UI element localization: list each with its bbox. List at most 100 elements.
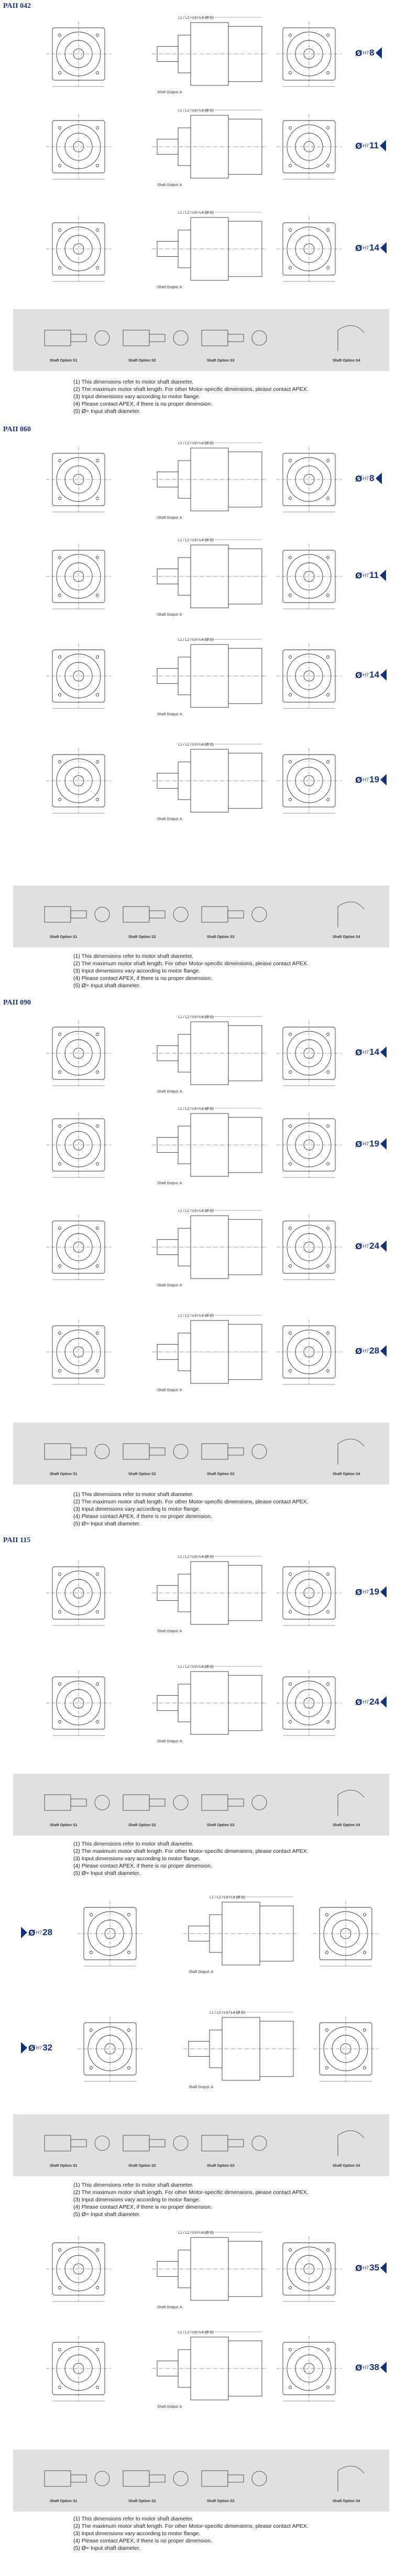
- shaft-option: [44, 1443, 110, 1460]
- arrow-icon: [380, 2262, 387, 2274]
- arrow-icon: [380, 1345, 387, 1357]
- note-line: (3) Input dimensions vary according to m…: [73, 968, 201, 974]
- flange-view: [277, 1215, 342, 1280]
- tolerance-label: H7: [362, 2365, 369, 2370]
- tolerance-label: H7: [362, 777, 369, 782]
- arrow-icon: [380, 570, 387, 581]
- bore-value: 14: [369, 243, 380, 253]
- notes-block: (1) This dimensions refer to motor shaft…: [73, 1491, 309, 1527]
- flange-view: [277, 1021, 342, 1086]
- flange-view: [277, 21, 342, 87]
- note-line: (1) This dimensions refer to motor shaft…: [73, 1841, 194, 1847]
- shaft-option-label: Shaft Option S2: [128, 2499, 156, 2503]
- dimension-label: L1 / L2 / L3 / L4 (Ø D): [178, 1555, 214, 1559]
- technical-drawing: Shaft Output: AL1 / L2 / L3 / L4 (Ø D): [46, 211, 342, 289]
- technical-drawing: Shaft Output: AL1 / L2 / L3 / L4 (Ø D): [46, 1016, 342, 1094]
- shaft-output-label: Shaft Output: A: [157, 516, 182, 520]
- bore-value: 14: [369, 1047, 380, 1057]
- shaft-option-label: Shaft Option S1: [50, 2499, 78, 2503]
- side-view: [152, 212, 267, 281]
- arrow-icon: [375, 473, 382, 484]
- technical-drawing: Shaft Output: AL1 / L2 / L3 / L4 (Ø D): [46, 1665, 342, 1743]
- technical-drawing: Shaft Output: AL1 / L2 / L3 / L4 (Ø D): [46, 1314, 342, 1392]
- bore-value: 28: [369, 1346, 380, 1356]
- flange-view: [78, 1901, 142, 1967]
- shaft-option-label: Shaft Option S3: [207, 2164, 235, 2168]
- flange-view: [46, 544, 111, 609]
- note-line: (2) The maximum motor shaft length. For …: [73, 386, 309, 392]
- arrow-icon: [375, 47, 382, 59]
- shaft-output-label: Shaft Output: A: [157, 1284, 182, 1287]
- tolerance-label: H7: [362, 672, 369, 678]
- flange-view: [46, 2236, 111, 2302]
- note-line: (2) The maximum motor shaft length. For …: [73, 1848, 309, 1854]
- note-line: (5) Ø= Input shaft diameter.: [73, 408, 141, 414]
- arrow-icon: [21, 1927, 27, 1938]
- note-line: (4) Please contact APEX, if there is no …: [73, 401, 212, 407]
- diameter-symbol: Ø: [355, 774, 362, 785]
- tolerance-label: H7: [362, 1050, 369, 1055]
- diameter-symbol: Ø: [355, 140, 362, 151]
- note-line: (3) Input dimensions vary according to m…: [73, 1506, 201, 1512]
- shaft-option: [44, 2135, 110, 2152]
- shaft-option: [201, 1443, 267, 1460]
- shaft-output-label: Shaft Output: A: [189, 1970, 214, 1974]
- flange-view: [277, 1560, 342, 1626]
- tolerance-label: H7: [362, 2265, 369, 2271]
- note-line: (5) Ø= Input shaft diameter.: [73, 2545, 141, 2551]
- flange-view: [277, 1112, 342, 1178]
- dimension-label: L1 / L2 / L3 / L4 (Ø D): [210, 2011, 245, 2015]
- technical-drawing: Shaft Output: AL1 / L2 / L3 / L4 (Ø D): [46, 1107, 342, 1185]
- note-line: (4) Please contact APEX, if there is no …: [73, 2204, 212, 2210]
- series-title: PAII 042: [3, 2, 31, 10]
- flange-view: [46, 21, 111, 87]
- technical-drawing: Shaft Output: AL1 / L2 / L3 / L4 (Ø D): [46, 539, 342, 617]
- shaft-option-label: Shaft Option S2: [128, 359, 156, 363]
- notes-block: (1) This dimensions refer to motor shaft…: [73, 2181, 309, 2218]
- shaft-option-label: Shaft Option S4: [333, 1824, 360, 1827]
- side-view: [152, 1556, 267, 1625]
- note-line: (3) Input dimensions vary according to m…: [73, 2530, 201, 2537]
- tolerance-label: H7: [362, 1243, 369, 1249]
- tolerance-label: H7: [36, 1930, 42, 1935]
- tolerance-label: H7: [362, 245, 369, 250]
- diameter-symbol: Ø: [355, 2263, 362, 2273]
- shaft-option-label: Shaft Option S4: [333, 359, 360, 363]
- shaft-option: [337, 1438, 365, 1465]
- note-line: (1) This dimensions refer to motor shaft…: [73, 953, 194, 959]
- bore-value: 38: [369, 2362, 380, 2372]
- series-title: PAII 060: [3, 425, 31, 433]
- diameter-symbol: Ø: [28, 1927, 36, 1938]
- shaft-option-label: Shaft Option S4: [333, 935, 360, 939]
- note-line: (1) This dimensions refer to motor shaft…: [73, 2516, 194, 2522]
- technical-drawing: Shaft Output: AL1 / L2 / L3 / L4 (Ø D): [46, 2331, 342, 2409]
- arrow-icon: [380, 1240, 387, 1252]
- arrow-icon: [380, 1696, 387, 1708]
- side-view: [152, 1315, 267, 1384]
- diameter-symbol: Ø: [355, 1697, 362, 1707]
- note-line: (4) Please contact APEX, if there is no …: [73, 1863, 212, 1869]
- bore-value: 24: [369, 1697, 380, 1707]
- dimension-label: L1 / L2 / L3 / L4 (Ø D): [178, 1016, 214, 1019]
- technical-drawing: Shaft Output: AL1 / L2 / L3 / L4 (Ø D): [78, 1896, 378, 1974]
- bore-value: 19: [369, 774, 380, 784]
- shaft-option-label: Shaft Option S2: [128, 1472, 156, 1476]
- shaft-output-label: Shaft Output: A: [157, 2405, 182, 2409]
